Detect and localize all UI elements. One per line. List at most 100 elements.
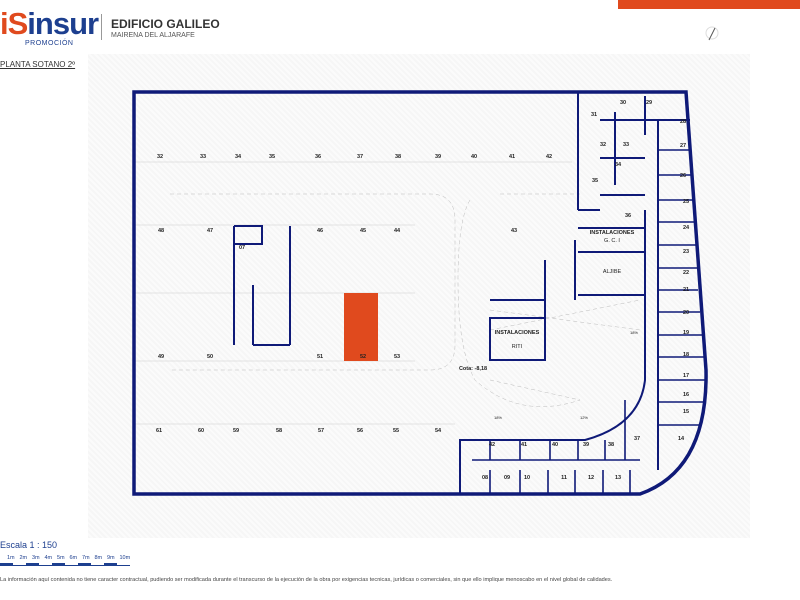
slope-label: 12%: [580, 415, 588, 420]
storage-room-label: 40: [552, 442, 558, 448]
town-name: MAIRENA DEL ALJARAFE: [111, 32, 195, 39]
storage-room-label: 39: [583, 442, 589, 448]
parking-space-label: 32: [157, 154, 163, 160]
storage-room-label: 25: [683, 199, 689, 205]
storage-room-label: 29: [646, 100, 652, 106]
compass-icon: [705, 26, 719, 41]
storage-room-label: 12: [588, 475, 594, 481]
storage-room-label: 15: [683, 409, 689, 415]
storage-labels: 30 29 31 28 32 33 27 34 26 35 25 36 24 23 22 21 20 19 18 17…: [482, 100, 690, 481]
storage-room-label: 19: [683, 330, 689, 336]
storage-room-label: 27: [680, 143, 686, 149]
riti-room-title: INSTALACIONES: [495, 330, 540, 336]
storage-room-label: 37: [634, 436, 640, 442]
aljibe-room: ALJIBE: [603, 269, 622, 275]
scale-tick: 9m: [107, 555, 115, 561]
storage-room-label: 16: [683, 392, 689, 398]
building-name: EDIFICIO GALILEO: [111, 17, 220, 31]
parking-space-label: 54: [435, 428, 442, 434]
storage-room-label: 17: [683, 373, 689, 379]
storage-room-label: 33: [623, 142, 629, 148]
parking-space-label: 58: [276, 428, 282, 434]
scale-tick: 7m: [82, 555, 90, 561]
parking-space-label: 44: [394, 228, 401, 234]
storage-room-label: 10: [524, 475, 530, 481]
scale-tick: 5m: [57, 555, 65, 561]
logo-name: insur: [27, 6, 99, 41]
scale-label: Escala 1 : 150: [0, 540, 58, 550]
scale-tick: 4m: [44, 555, 53, 561]
parking-space-label: 55: [393, 428, 399, 434]
storage-room-label: 38: [608, 442, 614, 448]
scale-bar: 1m 2m 3m 4m 5m 6m 7m 8m 9m 10m: [0, 555, 130, 567]
scale-tick: 6m: [69, 555, 78, 561]
parking-space-label: 57: [318, 428, 324, 434]
parking-space-label: 43: [511, 228, 517, 234]
parking-space-label: 37: [357, 154, 363, 160]
storage-room-label: 08: [482, 475, 488, 481]
storage-room-label: 26: [680, 173, 686, 179]
logo-sub: PROMOCIÓN: [25, 40, 74, 47]
parking-space-label: 41: [509, 154, 515, 160]
scale-tick: 2m: [19, 555, 28, 561]
gci-room-sub: G. C. I: [604, 238, 620, 244]
parking-space-label: 49: [158, 354, 164, 360]
walls: [132, 90, 708, 496]
highlighted-parking-space[interactable]: [344, 293, 378, 361]
storage-room-label: 24: [683, 225, 690, 231]
parking-space-label: 45: [360, 228, 366, 234]
parking-space-label: 61: [156, 428, 162, 434]
storage-room-label: 32: [600, 142, 606, 148]
storage-room-label: 28: [680, 119, 686, 125]
scale-tick: 1m: [7, 555, 15, 561]
lane-lines: [170, 193, 641, 407]
parking-space-label: 60: [198, 428, 204, 434]
parking-space-label: 34: [235, 154, 242, 160]
slope-label: 18%: [494, 415, 502, 420]
storage-room-label: 31: [591, 112, 597, 118]
storage-room-label: 11: [561, 475, 567, 481]
parking-space-label: 48: [158, 228, 164, 234]
parking-space-label: 42: [546, 154, 552, 160]
storage-room-label: 20: [683, 310, 689, 316]
storage-room-label: 34: [615, 162, 622, 168]
storage-room-label: 42: [489, 442, 495, 448]
storage-room-label: 13: [615, 475, 621, 481]
storage-room-label: 09: [504, 475, 510, 481]
disclaimer: La información aquí contenida no tiene c…: [0, 577, 613, 583]
parking-space-label: 39: [435, 154, 441, 160]
scale-tick: 8m: [94, 555, 103, 561]
storage-room-label: 35: [592, 178, 598, 184]
parking-space-label: 46: [317, 228, 323, 234]
storage-room-label: 21: [683, 287, 689, 293]
parking-space-label: 50: [207, 354, 213, 360]
storage-room-label: 41: [521, 442, 527, 448]
riti-room-sub: RITI: [512, 344, 523, 350]
storage-room-label: 30: [620, 100, 626, 106]
storage-room-label: 36: [625, 213, 631, 219]
insur-logo: iSinsur PROMOCIÓN: [0, 6, 100, 48]
parking-space-label: 38: [395, 154, 401, 160]
storage-room-label: 18: [683, 352, 689, 358]
floor-title: PLANTA SOTANO 2º: [0, 60, 76, 69]
parking-space-label: 52: [360, 354, 366, 360]
gci-room-title: INSTALACIONES: [590, 230, 635, 236]
parking-space-label: 36: [315, 154, 321, 160]
parking-space-label: 07: [239, 245, 245, 251]
cota-level: Cota: -8,18: [459, 366, 487, 372]
parking-space-label: 53: [394, 354, 400, 360]
parking-space-label: 35: [269, 154, 275, 160]
logo-letters: iS: [0, 6, 28, 41]
header-divider: [101, 14, 102, 40]
parking-space-label: 33: [200, 154, 206, 160]
parking-space-label: 59: [233, 428, 239, 434]
scale-tick: 3m: [32, 555, 40, 561]
parking-space-label: 51: [317, 354, 323, 360]
parking-space-label: 56: [357, 428, 363, 434]
storage-room-label: 22: [683, 270, 689, 276]
scale-tick: 10m: [119, 555, 131, 561]
storage-room-label: 23: [683, 249, 689, 255]
parking-space-label: 47: [207, 228, 213, 234]
